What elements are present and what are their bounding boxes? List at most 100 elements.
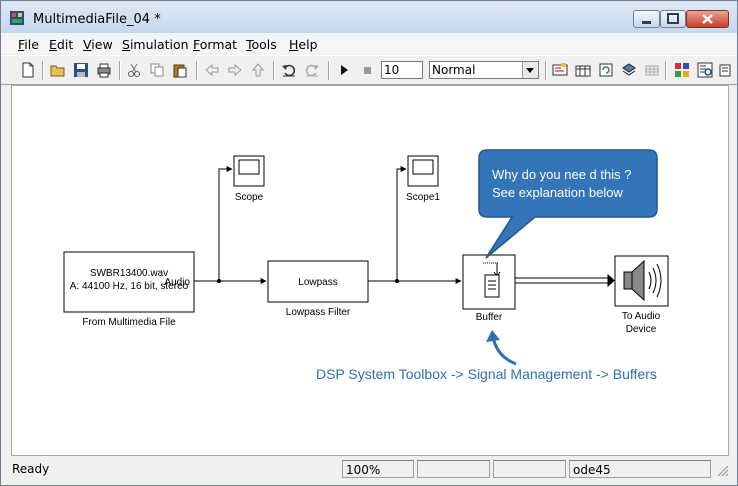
menu-file-rest: ile	[24, 37, 39, 52]
maximize-button[interactable]	[660, 10, 686, 28]
menu-edit[interactable]: Edit	[49, 37, 74, 52]
from-multimedia-file-block[interactable]: SWBR13400.wav A: 44100 Hz, 16 bit, stere…	[63, 251, 195, 328]
close-button[interactable]	[686, 10, 729, 28]
menu-tools[interactable]: Tools	[246, 37, 277, 52]
signal-buffer-to-audio[interactable]	[515, 277, 612, 284]
callout-bubble: Why do you nee d this ? See explanation …	[478, 149, 658, 259]
block-diagram: SWBR13400.wav A: 44100 Hz, 16 bit, stere…	[63, 149, 669, 382]
lowpass-block-text: Lowpass	[298, 277, 337, 288]
stop-time-input[interactable]	[381, 61, 423, 79]
print-icon[interactable]	[96, 62, 112, 78]
menu-bar: File Edit View Simulation Format Tools H…	[1, 33, 737, 54]
cut-icon[interactable]	[126, 62, 142, 78]
model-explorer-icon[interactable]	[697, 62, 713, 78]
status-field	[493, 460, 566, 478]
open-folder-icon[interactable]	[50, 62, 66, 78]
status-ready: Ready	[12, 462, 50, 476]
paste-icon[interactable]	[172, 62, 188, 78]
toolbox-path-note: DSP System Toolbox -> Signal Management …	[316, 366, 657, 382]
callout-line1: Why do you nee d this ?	[492, 167, 631, 182]
layers-icon[interactable]	[621, 62, 637, 78]
scope-block-name: Scope	[235, 192, 264, 203]
dropdown-button[interactable]	[522, 62, 538, 78]
toolbar: Normal	[1, 55, 737, 85]
update-diagram-icon[interactable]	[552, 62, 568, 78]
callout-line2: See explanation below	[492, 185, 623, 200]
audio-block-name-line2: Device	[626, 324, 657, 335]
play-icon[interactable]	[336, 62, 352, 78]
menu-help-rest: elp	[298, 37, 318, 52]
audio-block-name-line1: To Audio	[622, 311, 661, 322]
menu-view[interactable]: View	[83, 37, 113, 52]
menu-view-rest: iew	[91, 37, 113, 52]
close-icon	[702, 14, 713, 24]
branch-point	[217, 279, 221, 283]
model-canvas[interactable]: SWBR13400.wav A: 44100 Hz, 16 bit, stere…	[11, 85, 729, 456]
status-zoom: 100%	[342, 460, 414, 478]
window-title: MultimediaFile_04 *	[33, 12, 161, 27]
lowpass-filter-block[interactable]: Lowpass Lowpass Filter	[267, 260, 369, 318]
new-file-icon[interactable]	[20, 62, 36, 78]
chevron-down-icon	[526, 68, 534, 73]
build-icon[interactable]	[575, 62, 591, 78]
menu-format[interactable]: Format	[193, 37, 238, 52]
signal-to-scope[interactable]	[218, 166, 233, 281]
scope-block[interactable]: Scope	[233, 155, 265, 203]
branch-point	[395, 279, 399, 283]
lowpass-block-name: Lowpass Filter	[286, 307, 351, 318]
simulink-app-icon	[10, 11, 24, 25]
menu-tools-rest: ools	[251, 37, 277, 52]
back-arrow-icon[interactable]	[204, 62, 220, 78]
resize-grip-icon[interactable]	[715, 463, 729, 477]
buffer-icon	[483, 262, 501, 298]
menu-format-rest: ormat	[199, 37, 238, 52]
scope1-block-name: Scope1	[406, 192, 440, 203]
title-bar[interactable]: MultimediaFile_04 *	[1, 1, 737, 33]
audio-port-label: Audio	[164, 277, 190, 288]
toolbar-separator	[196, 61, 198, 80]
speaker-icon	[623, 259, 662, 302]
debug-icon[interactable]	[719, 62, 735, 78]
to-audio-device-block[interactable]: To Audio Device	[614, 255, 669, 335]
toolbar-separator	[545, 61, 547, 80]
toolbar-separator	[328, 61, 330, 80]
buffer-block[interactable]: Buffer	[462, 254, 516, 323]
status-field	[417, 460, 490, 478]
menu-file[interactable]: File	[18, 37, 39, 52]
signal-lines	[194, 166, 615, 288]
up-arrow-icon[interactable]	[250, 62, 266, 78]
undo-icon[interactable]	[281, 62, 297, 78]
toolbar-separator	[273, 61, 275, 80]
grid-icon[interactable]	[644, 62, 660, 78]
forward-arrow-icon[interactable]	[227, 62, 243, 78]
simulation-mode-select[interactable]: Normal	[429, 61, 539, 79]
save-icon[interactable]	[73, 62, 89, 78]
scope1-block[interactable]: Scope1	[406, 155, 440, 203]
redo-icon[interactable]	[304, 62, 320, 78]
stop-icon[interactable]	[359, 62, 375, 78]
source-format-label: A: 44100 Hz, 16 bit, stereo	[70, 281, 189, 292]
library-browser-icon[interactable]	[674, 62, 690, 78]
refresh-icon[interactable]	[598, 62, 614, 78]
simulation-mode-value: Normal	[432, 63, 476, 77]
minimize-button[interactable]	[633, 10, 660, 28]
arrow-head	[607, 273, 615, 288]
minimize-icon	[642, 21, 651, 24]
status-solver: ode45	[569, 460, 711, 478]
signal-to-scope1[interactable]	[396, 166, 407, 281]
maximize-icon	[667, 13, 679, 24]
toolbar-separator	[665, 61, 667, 80]
status-bar: Ready 100% ode45	[1, 457, 737, 485]
toolbar-separator	[119, 61, 121, 80]
buffer-block-name: Buffer	[476, 312, 503, 323]
menu-help[interactable]: Help	[289, 37, 318, 52]
toolbar-separator	[42, 61, 44, 80]
source-block-name: From Multimedia File	[82, 317, 176, 328]
copy-icon[interactable]	[149, 62, 165, 78]
pointer-arrow	[486, 330, 517, 366]
menu-edit-rest: dit	[56, 37, 74, 52]
menu-simulation-rest: imulation	[129, 37, 189, 52]
source-file-label: SWBR13400.wav	[90, 268, 168, 279]
menu-simulation[interactable]: Simulation	[122, 37, 189, 52]
